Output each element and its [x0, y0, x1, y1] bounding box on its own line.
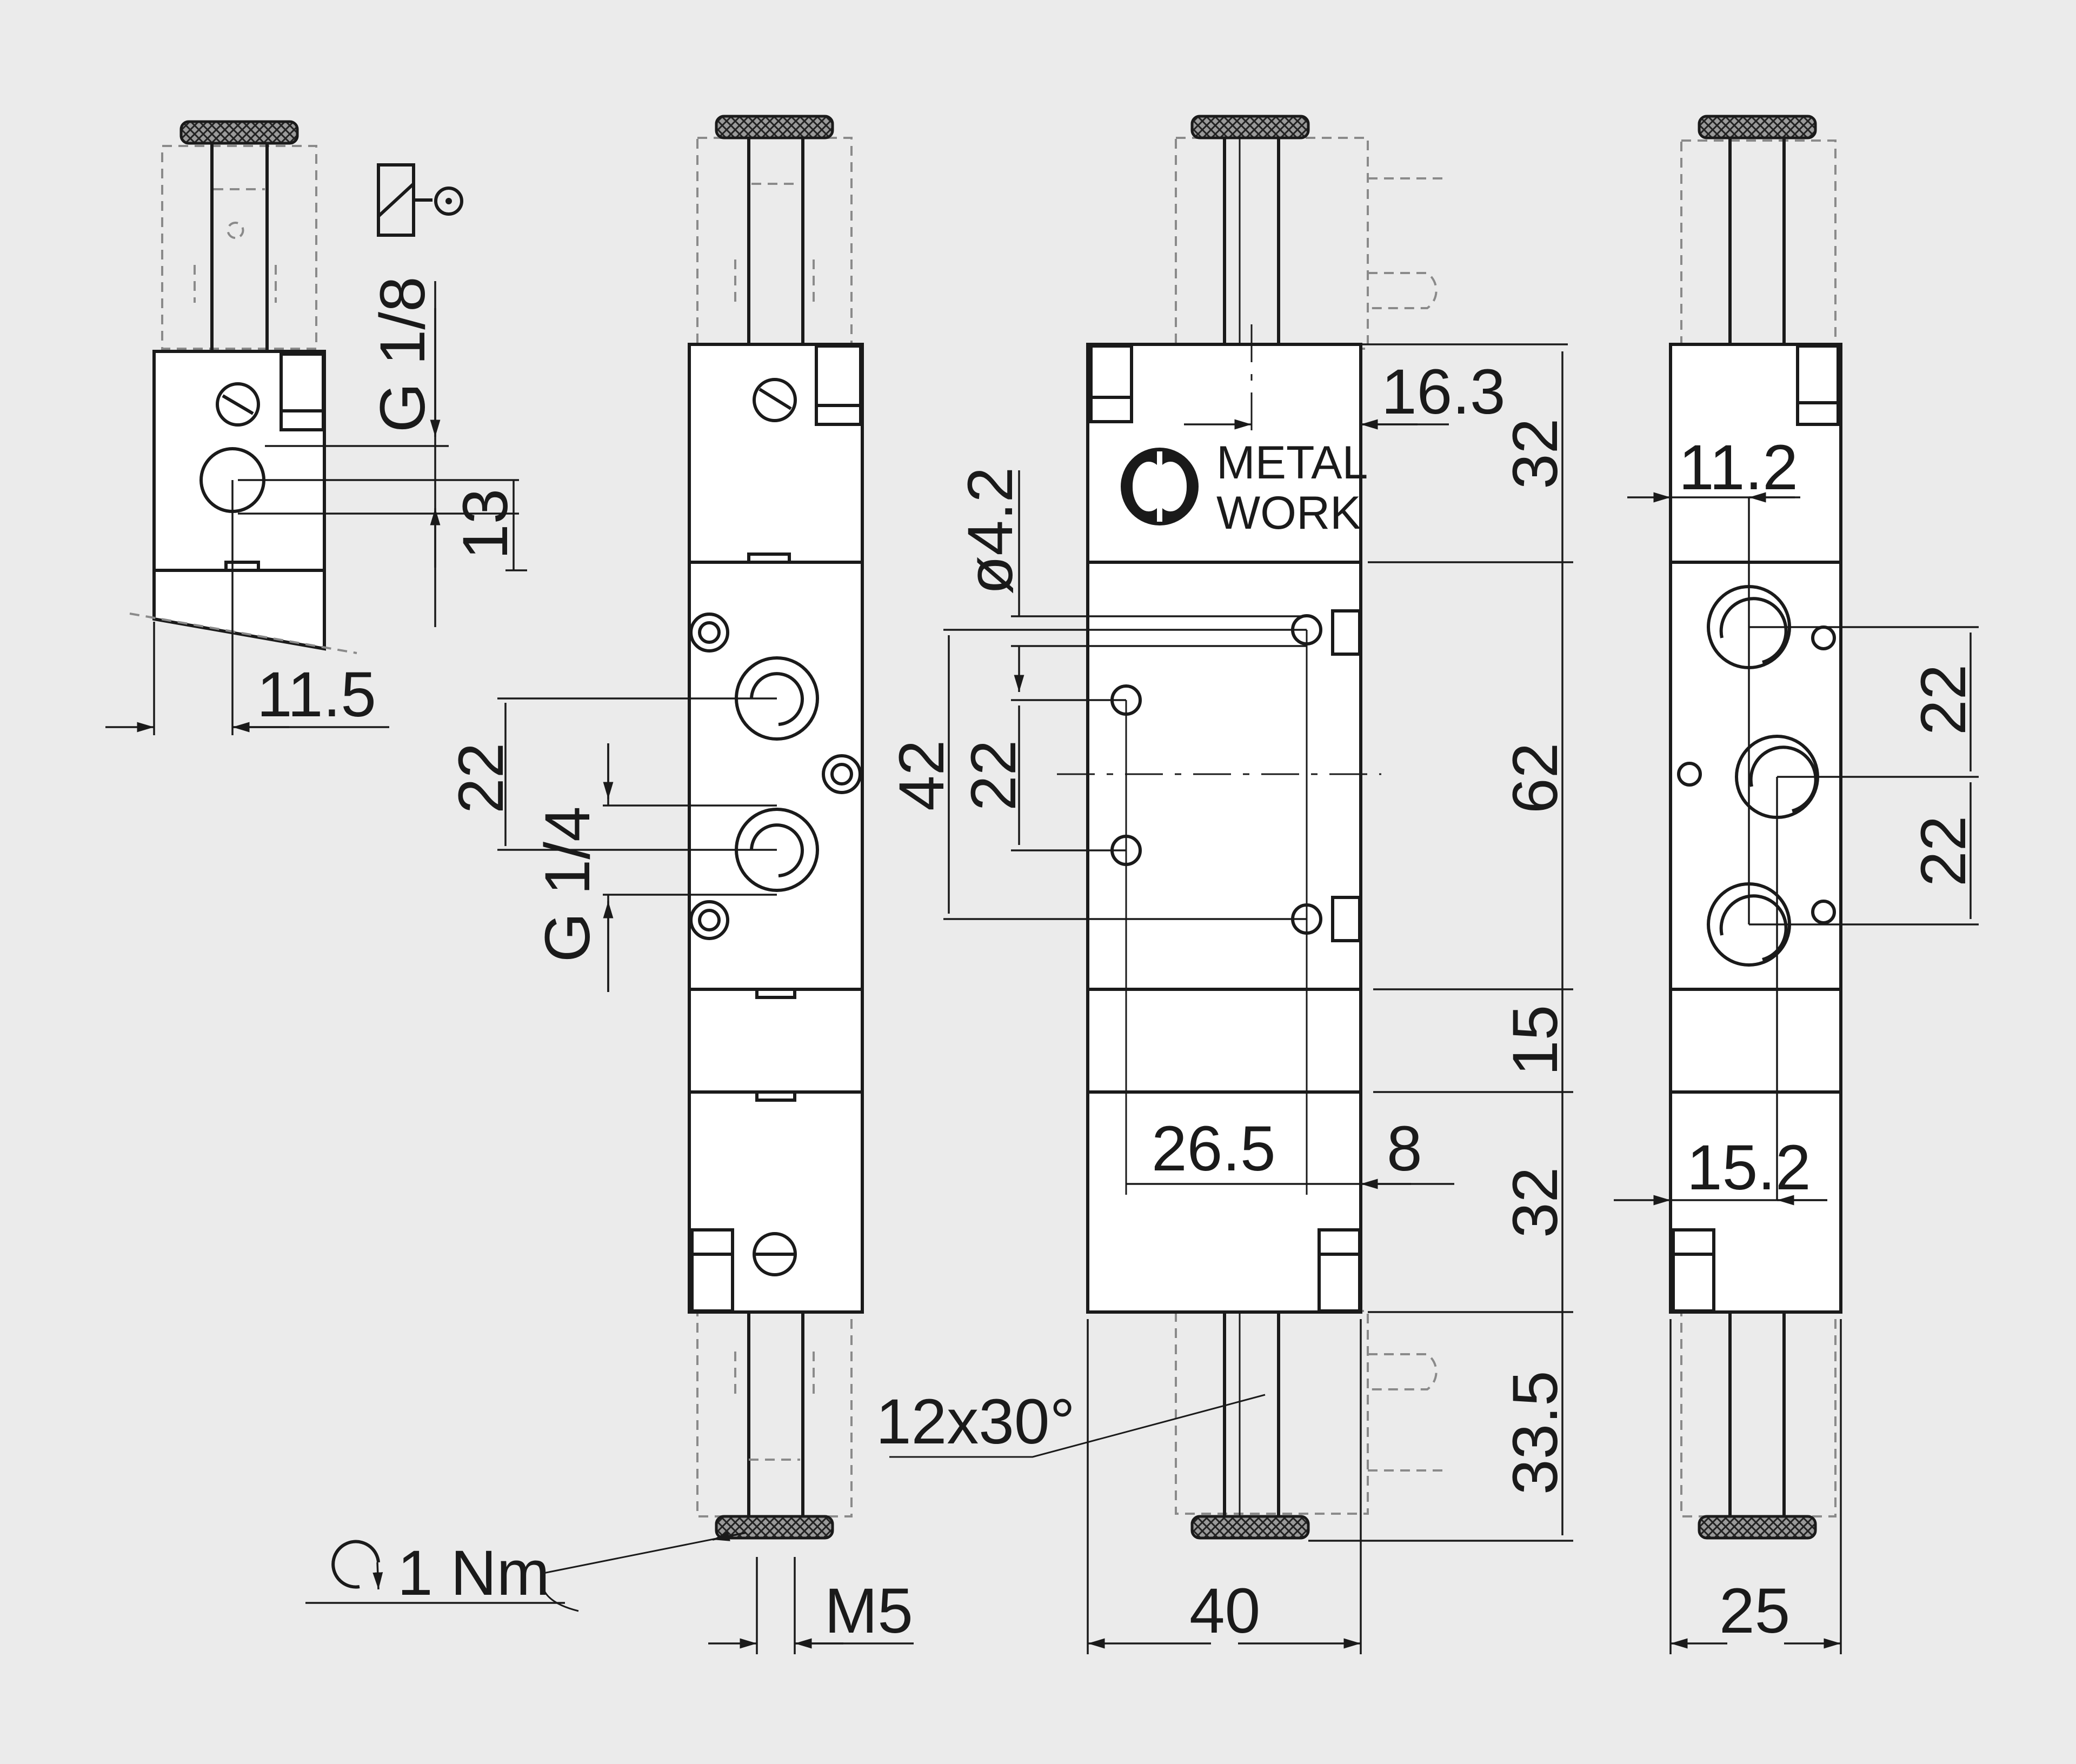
dim-m5: M5: [824, 1575, 913, 1647]
side-view-left: [129, 120, 357, 654]
dim-62: 62: [1500, 743, 1571, 814]
dim-15-2: 15.2: [1687, 1132, 1811, 1203]
dims-main-view: 42 22 ø4.2 16.3 32 62 15 32 33.5 26.5 8 …: [876, 343, 1573, 1654]
solenoid-coil-symbol-icon: [377, 163, 463, 237]
dim-dia-4-2: ø4.2: [955, 467, 1026, 595]
dims-right-view: 11.2 22 22 15.2 25: [1614, 432, 1979, 1654]
dim-16-3: 16.3: [1381, 356, 1506, 428]
dim-chamfer: 12x30°: [876, 1386, 1075, 1457]
dim-8: 8: [1387, 1113, 1422, 1184]
dim-22-right-top: 22: [1908, 664, 1979, 735]
right-view: [1669, 115, 1842, 1540]
dim-11-2: 11.2: [1679, 432, 1798, 503]
dim-33-5: 33.5: [1500, 1370, 1571, 1495]
dims-side-view-left: G 1/8 13 11.5: [105, 276, 527, 735]
dim-13: 13: [450, 489, 521, 560]
dim-32-bottom: 32: [1500, 1167, 1571, 1238]
dim-22-right-bottom: 22: [1908, 816, 1979, 887]
dim-11-5: 11.5: [257, 659, 376, 730]
dim-22-front-left: 22: [445, 743, 517, 814]
main-view: [1057, 115, 1449, 1540]
dim-15: 15: [1500, 1005, 1571, 1076]
dim-26-5: 26.5: [1152, 1113, 1276, 1184]
logo-line2: WORK: [1216, 487, 1361, 539]
front-view-left: [688, 115, 864, 1540]
logo-line1: METAL: [1216, 437, 1368, 489]
dims-front-view-left: 22 G 1/4 1 Nm M5: [305, 697, 914, 1654]
dim-g14: G 1/4: [532, 806, 603, 962]
dim-25: 25: [1719, 1575, 1790, 1647]
dim-torque: 1 Nm: [397, 1537, 550, 1609]
dim-32-top: 32: [1500, 418, 1571, 489]
metal-work-logo-icon: METAL WORK: [1121, 437, 1368, 539]
dim-42: 42: [886, 740, 957, 811]
dim-g18: G 1/8: [367, 276, 438, 432]
dim-22-front: 22: [958, 740, 1029, 811]
dim-40: 40: [1189, 1575, 1260, 1647]
